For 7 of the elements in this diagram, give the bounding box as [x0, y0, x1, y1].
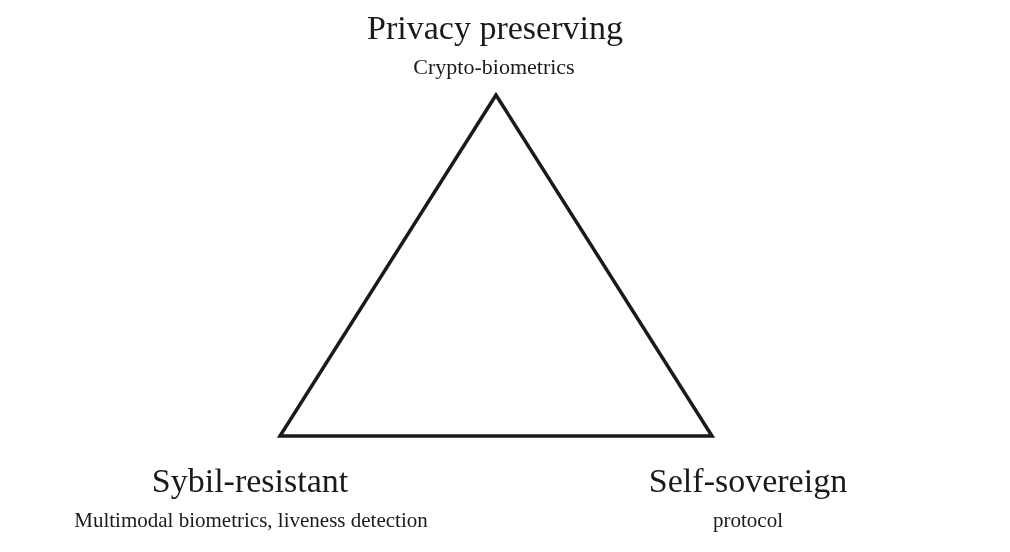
property-title: Self-sovereign: [648, 463, 848, 498]
triangle-outline: [278, 92, 714, 438]
property-title: Sybil-resistant: [151, 463, 349, 498]
property-title: Privacy preserving: [367, 10, 623, 45]
property-description: Multimodal biometrics, liveness detection: [74, 510, 428, 532]
property-description: protocol: [713, 510, 783, 532]
property-description: Crypto-biometrics: [413, 55, 575, 78]
